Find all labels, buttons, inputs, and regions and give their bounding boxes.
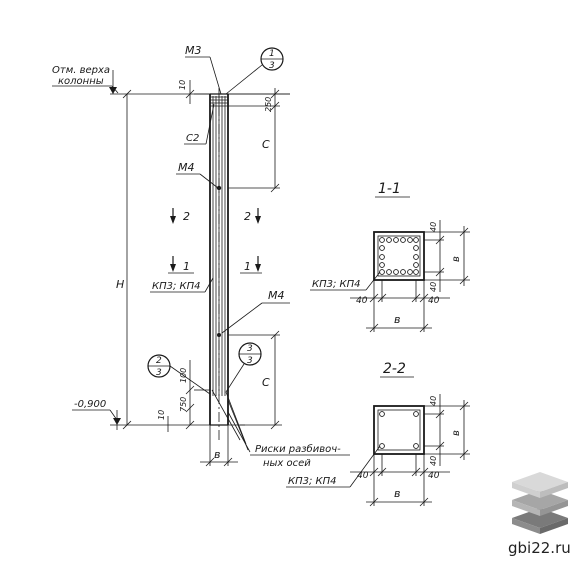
watermark-text: gbi22.ru [508,539,571,557]
section-mark-2: 2 2 [170,208,261,224]
callout-3-num: 3 [247,344,253,354]
section-mark-1: 1 1 [168,256,262,274]
section-1-1: 1-1 40 в 40 [310,181,470,333]
callout-2-num: 2 [156,356,162,366]
risks-text-1: Риски разбивоч- [255,443,341,455]
m4-lower-label: М4 [221,289,290,334]
section-2-dim-b-side: в [451,430,462,436]
dim-10-top: 10 [178,80,187,90]
dim-b-column: в [214,448,220,461]
dim-c-lower: С [262,376,270,389]
dimension-left-small: 10 100 750 10 [157,80,210,432]
dimension-h: Н [116,89,132,430]
m4-upper-label: М4 [176,161,219,189]
callout-3-den: 3 [247,356,253,366]
top-mark-label-2: колонны [58,76,104,87]
section-1-right: 1 [244,260,251,273]
risks-text-2: ных осей [263,458,311,469]
dim-100: 100 [179,368,188,383]
section-2-right: 2 [244,210,251,223]
dim-h-text: Н [116,278,124,291]
dim-250: 250 [264,97,273,112]
callout-2-3: 2 3 [147,354,211,395]
callout-1-den: 3 [269,61,275,71]
column-elevation [110,88,280,453]
kp-main-text: КП3; КП4 [152,281,201,292]
section-1-dim-40d: 40 [428,296,440,306]
m3-text: М3 [185,44,202,57]
kp-main-label: КП3; КП4 [150,277,214,293]
section-1-dim-40c: 40 [356,296,368,306]
top-level-mark: Отм. верха колонны [52,65,290,95]
callout-3-3: 3 3 [225,342,262,393]
section-2-left: 2 [183,210,190,223]
m4-lower-text: М4 [268,289,285,302]
stacked-blocks-icon [512,472,568,534]
section-1-kp-text: КП3; КП4 [312,279,361,290]
section-2-kp-text: КП3; КП4 [288,476,337,487]
level-bottom-text: -0,900 [74,399,106,410]
section-1-dim-b-bottom: в [394,313,400,326]
dim-750: 750 [179,397,188,412]
dim-10-bottom: 10 [157,410,166,420]
section-1-left: 1 [183,260,190,273]
callout-2-den: 3 [156,368,162,378]
section-2-dim-40d: 40 [428,471,440,481]
dimension-b-column: в [200,425,238,467]
callout-1-num: 1 [269,49,275,59]
m3-label: М3 [185,44,222,95]
section-2-bars [379,411,419,449]
section-1-bars [379,237,419,275]
c2-text: С2 [186,133,199,144]
section-2-2: 2-2 40 в 40 40 40 в КП3 [286,361,470,507]
risks-label: Риски разбивоч- ных осей [250,443,350,469]
watermark-logo: gbi22.ru [508,472,571,557]
dim-c-upper: С [262,138,270,151]
section-1-dim-b-side: в [451,256,462,262]
section-2-dim-b-bottom: в [394,487,400,500]
section-1-dim-40b: 40 [429,282,438,292]
section-2-dim-40a: 40 [429,396,438,406]
dimension-right: 250 С С [228,88,290,430]
section-2-dim-40b: 40 [429,456,438,466]
bottom-level-mark: -0,900 [72,399,121,430]
section-1-title: 1-1 [378,181,401,197]
section-2-dim-40c: 40 [357,471,369,481]
callout-1-3: 1 3 [225,47,284,95]
m4-upper-text: М4 [178,161,195,174]
section-2-title: 2-2 [383,361,406,377]
top-mark-label-1: Отм. верха [52,65,110,76]
section-1-dim-40a: 40 [429,222,438,232]
c2-label: С2 [184,103,215,145]
